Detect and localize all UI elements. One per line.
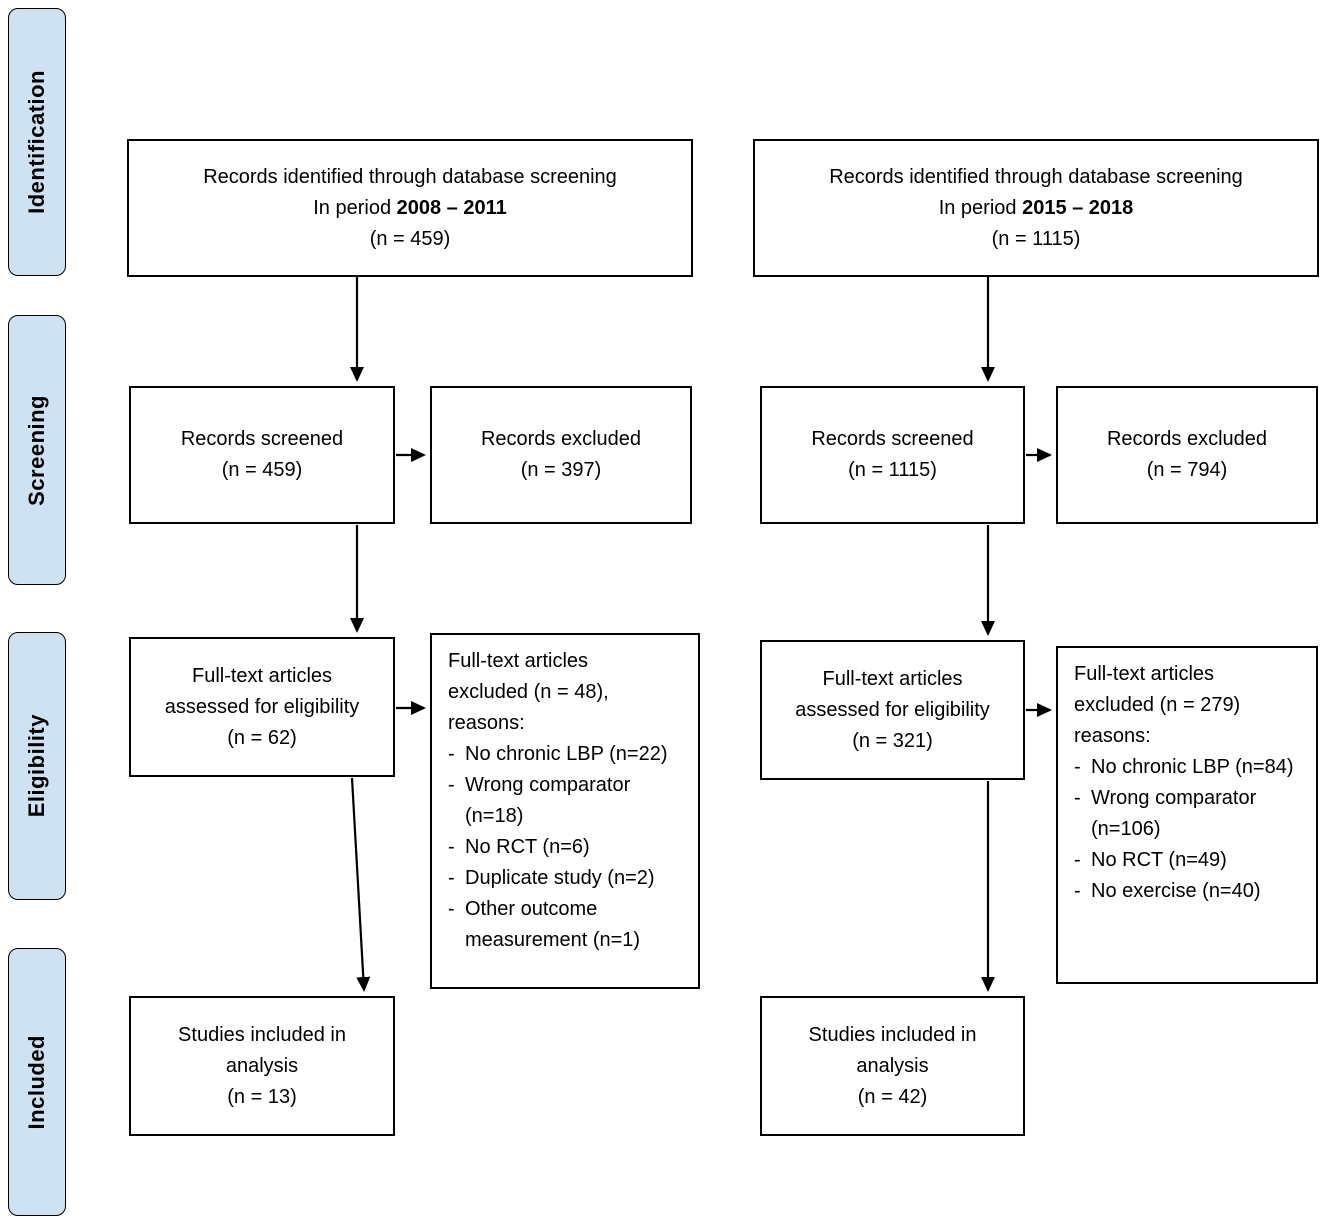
records-screened-label: Records screened (811, 428, 974, 450)
reason-item: - No RCT (n=49) (1074, 845, 1306, 876)
fulltext-assessed-label: Full-text articles (191, 664, 333, 687)
reason-text: Duplicate study (n=2) (465, 867, 655, 889)
records-identified-period-line: In period 2015 – 2018 (939, 193, 1134, 224)
box-records-screened-left: Records screened (n = 459) (129, 386, 395, 524)
fulltext-excluded-intro-line2: excluded (n = 279) (1074, 694, 1241, 716)
box-records-identified-left: Records identified through database scre… (127, 139, 693, 277)
reason-text: No exercise (n=40) (1091, 880, 1261, 902)
records-identified-count: (n = 459) (369, 227, 451, 250)
box-records-excluded-right: Records excluded (n = 794) (1056, 386, 1318, 524)
bullet: - (448, 867, 455, 889)
fulltext-excluded-intro-line3: reasons: (448, 712, 525, 734)
box-fulltext-assessed-right: Full-text articles assessed for eligibil… (760, 640, 1025, 780)
records-screened-count: (n = 1115) (848, 459, 937, 481)
period-value: 2015 – 2018 (1022, 196, 1134, 219)
fulltext-excluded-intro-line1: Full-text articles (448, 650, 589, 672)
fulltext-assessed-label2: assessed for eligibility (795, 698, 990, 721)
records-screened-count: (n = 459) (221, 459, 303, 481)
box-studies-included-left: Studies included in analysis (n = 13) (129, 996, 395, 1136)
bullet: - (448, 836, 455, 858)
reason-text: No RCT (n=6) (465, 836, 590, 858)
box-studies-included-right: Studies included in analysis (n = 42) (760, 996, 1025, 1136)
studies-included-label2: analysis (225, 1054, 299, 1077)
stage-label-text: Identification (24, 70, 49, 214)
fulltext-excluded-intro-line1: Full-text articles (1074, 663, 1215, 685)
reason-text: No chronic LBP (n=22) (465, 743, 668, 765)
reason-text: No RCT (n=49) (1091, 849, 1227, 871)
bullet: - (1074, 787, 1081, 809)
period-prefix: In period (938, 196, 1023, 219)
reason-item: - No chronic LBP (n=84) (1074, 752, 1306, 783)
reason-item: - No chronic LBP (n=22) (448, 739, 688, 770)
bullet: - (448, 743, 455, 765)
records-excluded-label: Records excluded (1106, 428, 1268, 450)
stage-label-text: Eligibility (24, 714, 49, 818)
period-value: 2008 – 2011 (396, 196, 507, 219)
records-excluded-count: (n = 397) (520, 459, 602, 481)
reason-item: - No exercise (n=40) (1074, 876, 1306, 907)
studies-included-label2: analysis (856, 1054, 929, 1077)
reason-item: - Wrong comparator (n=18) (448, 770, 688, 832)
box-fulltext-excluded-left: Full-text articles excluded (n = 48), re… (430, 633, 700, 989)
studies-included-label: Studies included in (178, 1023, 346, 1046)
reason-item: - Duplicate study (n=2) (448, 863, 688, 894)
stage-label-identification: Identification (8, 8, 66, 276)
stage-label-text: Included (24, 1034, 49, 1130)
bullet: - (448, 898, 455, 920)
bullet: - (1074, 880, 1081, 902)
bullet: - (448, 774, 455, 796)
records-identified-label: Records identified through database scre… (203, 165, 617, 188)
box-records-identified-right: Records identified through database scre… (753, 139, 1319, 277)
fulltext-assessed-label2: assessed for eligibility (164, 695, 360, 718)
fulltext-excluded-intro-line2: excluded (n = 48), (448, 681, 609, 703)
bullet: - (1074, 849, 1081, 871)
records-screened-label: Records screened (180, 428, 344, 450)
records-excluded-count: (n = 794) (1146, 459, 1228, 481)
fulltext-assessed-count: (n = 62) (227, 726, 297, 749)
box-records-screened-right: Records screened (n = 1115) (760, 386, 1025, 524)
records-identified-label: Records identified through database scre… (829, 165, 1243, 188)
records-excluded-label: Records excluded (480, 428, 642, 450)
box-records-excluded-left: Records excluded (n = 397) (430, 386, 692, 524)
reason-item: - Other outcome measurement (n=1) (448, 894, 688, 956)
studies-included-count: (n = 13) (227, 1085, 297, 1108)
reason-item: - No RCT (n=6) (448, 832, 688, 863)
reason-text: No chronic LBP (n=84) (1091, 756, 1294, 778)
fulltext-excluded-intro-line3: reasons: (1074, 725, 1151, 747)
period-prefix: In period (313, 196, 397, 219)
fulltext-assessed-label: Full-text articles (822, 667, 963, 690)
box-fulltext-assessed-left: Full-text articles assessed for eligibil… (129, 637, 395, 777)
reason-text: Wrong comparator (n=106) (1091, 787, 1257, 840)
arrow-left-fulltext-to-included (350, 777, 371, 992)
studies-included-label: Studies included in (808, 1023, 977, 1046)
stage-label-included: Included (8, 948, 66, 1216)
reason-item: - Wrong comparator (n=106) (1074, 783, 1306, 845)
stage-label-screening: Screening (8, 315, 66, 585)
fulltext-assessed-count: (n = 321) (852, 729, 933, 752)
reason-text: Other outcome measurement (n=1) (465, 898, 641, 951)
stage-label-eligibility: Eligibility (8, 632, 66, 900)
box-fulltext-excluded-right: Full-text articles excluded (n = 279) re… (1056, 646, 1318, 984)
records-identified-count: (n = 1115) (991, 227, 1081, 250)
bullet: - (1074, 756, 1081, 778)
stage-label-text: Screening (24, 394, 49, 506)
studies-included-count: (n = 42) (857, 1085, 928, 1108)
reason-text: Wrong comparator (n=18) (465, 774, 631, 827)
records-identified-period-line: In period 2008 – 2011 (313, 193, 507, 224)
